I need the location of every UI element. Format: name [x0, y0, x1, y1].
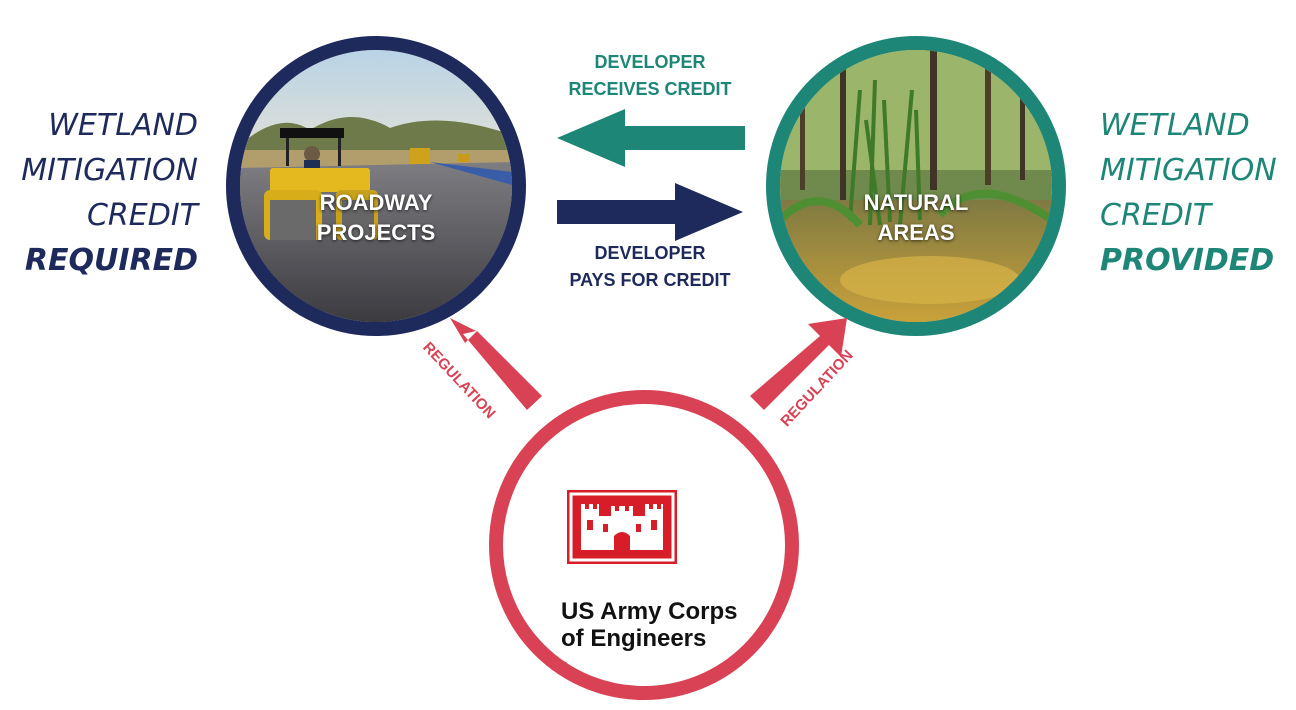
right-text-line-3: CREDIT	[1100, 198, 1212, 233]
usace-circle: US Army Corps of Engineers ®	[489, 390, 799, 700]
arrow-up-left-icon	[450, 318, 542, 410]
usace-line-1: US Army Corps	[561, 598, 738, 625]
wetland-photo	[780, 50, 1052, 322]
natural-line-2: AREAS	[877, 220, 955, 245]
left-text-line-4: REQUIRED	[24, 243, 198, 278]
roadway-projects-label: ROADWAY PROJECTS	[240, 188, 512, 248]
right-text-line-2: MITIGATION	[1100, 153, 1277, 188]
natural-line-1: NATURAL	[863, 190, 969, 215]
roadway-line-2: PROJECTS	[316, 220, 436, 245]
natural-areas-label: NATURAL AREAS	[780, 188, 1052, 248]
bottom-arrow-line-1: DEVELOPER	[594, 243, 706, 263]
top-arrow-line-2: RECEIVES CREDIT	[568, 79, 732, 99]
left-text-line-1: WETLAND	[48, 108, 198, 143]
credit-required-text: WETLAND MITIGATION CREDIT REQUIRED	[0, 103, 198, 283]
roadway-line-1: ROADWAY	[319, 190, 433, 215]
usace-line-2: of Engineers	[561, 625, 707, 652]
developer-pays-for-credit-label: DEVELOPER PAYS FOR CREDIT	[540, 240, 760, 294]
left-text-line-2: MITIGATION	[21, 153, 198, 188]
left-text-line-3: CREDIT	[86, 198, 198, 233]
arrow-right-icon	[557, 183, 743, 241]
usace-name: US Army Corps of Engineers ®	[561, 598, 737, 679]
developer-receives-credit-label: DEVELOPER RECEIVES CREDIT	[540, 49, 760, 103]
arrow-left-icon	[557, 109, 745, 167]
arrow-up-right-icon	[750, 318, 847, 410]
right-text-line-1: WETLAND	[1100, 108, 1250, 143]
credit-provided-text: WETLAND MITIGATION CREDIT PROVIDED	[1100, 103, 1290, 283]
registered-mark: ®	[561, 660, 568, 670]
roadway-photo	[240, 50, 512, 322]
castle-logo-icon	[567, 490, 677, 564]
top-arrow-line-1: DEVELOPER	[594, 52, 706, 72]
right-text-line-4: PROVIDED	[1100, 243, 1275, 278]
bottom-arrow-line-2: PAYS FOR CREDIT	[569, 270, 731, 290]
